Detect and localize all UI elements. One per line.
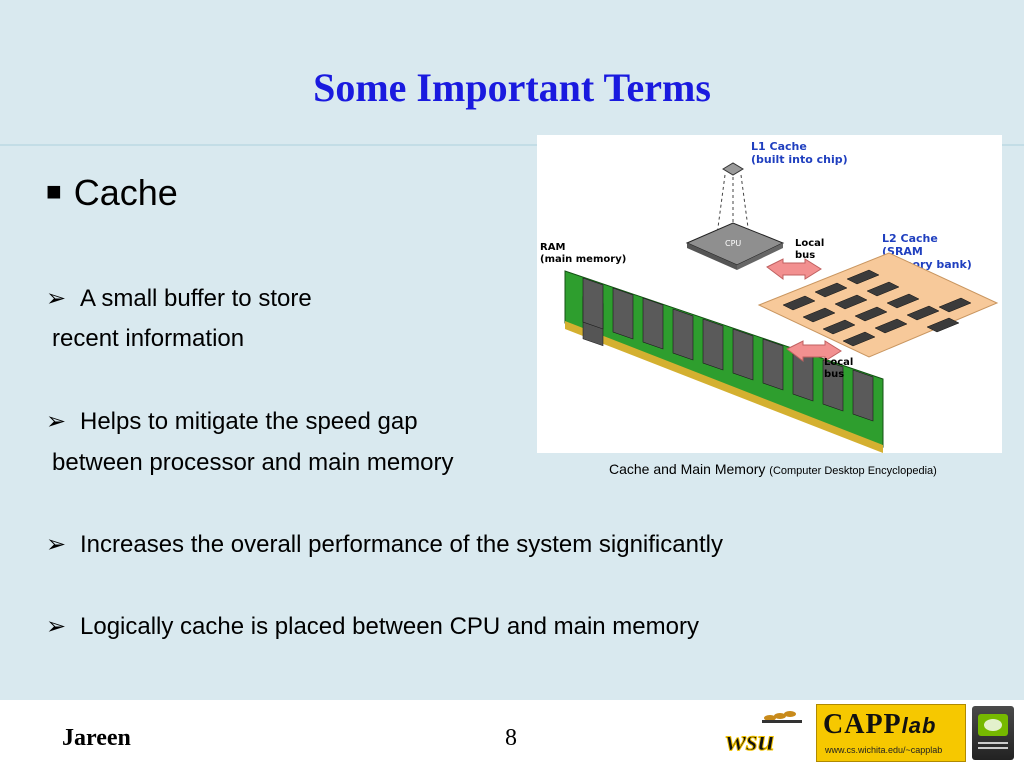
cache-memory-diagram: L1 Cache (built into chip) CPU Local bus…: [537, 135, 1002, 453]
bus-arrow-icon: [766, 258, 822, 280]
arrow-bullet-icon: ➢: [46, 408, 67, 435]
bullet-4-text: Logically cache is placed between CPU an…: [80, 613, 699, 640]
caption-source: (Computer Desktop Encyclopedia): [769, 465, 937, 477]
arrow-bullet-icon: ➢: [46, 531, 67, 558]
bullet-2: ➢ Helps to mitigate the speed gap: [46, 407, 418, 436]
bullet-2-continuation: between processor and main memory: [52, 449, 454, 476]
l2-cache-board: [757, 252, 999, 358]
cpu-label: CPU: [725, 239, 741, 248]
bullet-1-text: A small buffer to store: [80, 285, 312, 312]
slide-title: Some Important Terms: [313, 65, 711, 110]
cpu-chip: [685, 222, 785, 270]
author-name: Jareen: [62, 725, 131, 751]
bullet-4: ➢ Logically cache is placed between CPU a…: [46, 612, 699, 641]
bullet-2-text: Helps to mitigate the speed gap: [80, 408, 418, 435]
bullet-3-text: Increases the overall performance of the…: [80, 531, 723, 558]
ram-label: RAM: [540, 242, 565, 253]
page-number: 8: [505, 725, 517, 751]
arrow-bullet-icon: ➢: [46, 613, 67, 640]
capp-logo-url: www.cs.wichita.edu/~capplab: [825, 745, 943, 755]
local-bus-bottom-label: Local: [824, 357, 853, 368]
nvidia-logo: [972, 706, 1014, 760]
bullet-1-continuation: recent information: [52, 325, 245, 352]
ram-sublabel: (main memory): [540, 254, 626, 265]
ram-module: [564, 270, 884, 453]
wsu-logo-text: wsu: [726, 724, 774, 757]
title-divider: [0, 144, 1024, 146]
main-bullet: ■ Cache: [46, 172, 178, 214]
caption-title: Cache and Main Memory: [609, 461, 766, 477]
capp-logo-text: CAPPlab: [823, 709, 937, 740]
bullet-3: ➢ Increases the overall performance of th…: [46, 530, 723, 559]
l1-label: L1 Cache: [751, 140, 807, 153]
main-bullet-label: Cache: [73, 172, 178, 213]
l2-label: L2 Cache: [882, 232, 938, 245]
local-bus-top-label: Local: [795, 238, 824, 249]
bus-arrow-icon: [786, 340, 842, 362]
local-bus-top-sublabel: bus: [795, 250, 815, 261]
wsu-logo: wsu: [722, 704, 808, 760]
figure-caption: Cache and Main Memory (Computer Desktop …: [609, 460, 959, 480]
l1-sublabel: (built into chip): [751, 153, 848, 166]
local-bus-bottom-sublabel: bus: [824, 369, 844, 380]
wheat-icon: [762, 711, 802, 723]
square-bullet-icon: ■: [46, 176, 62, 206]
capp-lab-logo: CAPPlab www.cs.wichita.edu/~capplab: [816, 704, 966, 762]
arrow-bullet-icon: ➢: [46, 285, 67, 312]
bullet-1: ➢ A small buffer to store: [46, 284, 312, 313]
